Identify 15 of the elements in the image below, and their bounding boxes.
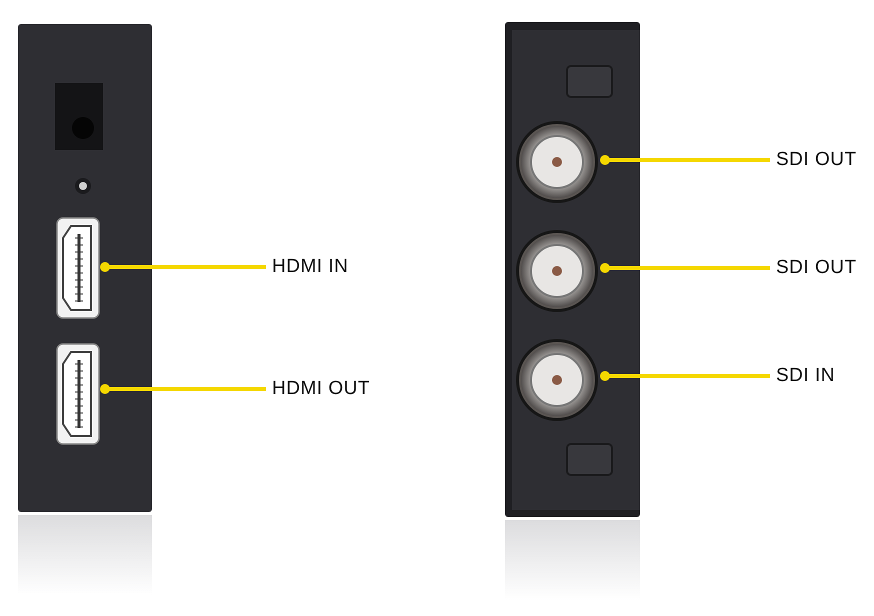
bnc-connector-icon <box>515 120 599 204</box>
leader-line <box>600 263 770 273</box>
port-label: SDI OUT <box>776 149 857 171</box>
port-label: SDI OUT <box>776 257 857 279</box>
port-label: HDMI OUT <box>272 378 370 400</box>
port-label: SDI IN <box>776 365 835 387</box>
leader-line <box>100 384 266 394</box>
bnc-connector-icon <box>515 338 599 422</box>
bnc-connector-icon <box>515 229 599 313</box>
leader-line <box>100 262 266 272</box>
leader-line <box>600 155 770 165</box>
leader-line <box>600 371 770 381</box>
hdmi-port-icon <box>57 218 99 318</box>
port-label: HDMI IN <box>272 256 348 278</box>
hdmi-port-icon <box>57 344 99 444</box>
